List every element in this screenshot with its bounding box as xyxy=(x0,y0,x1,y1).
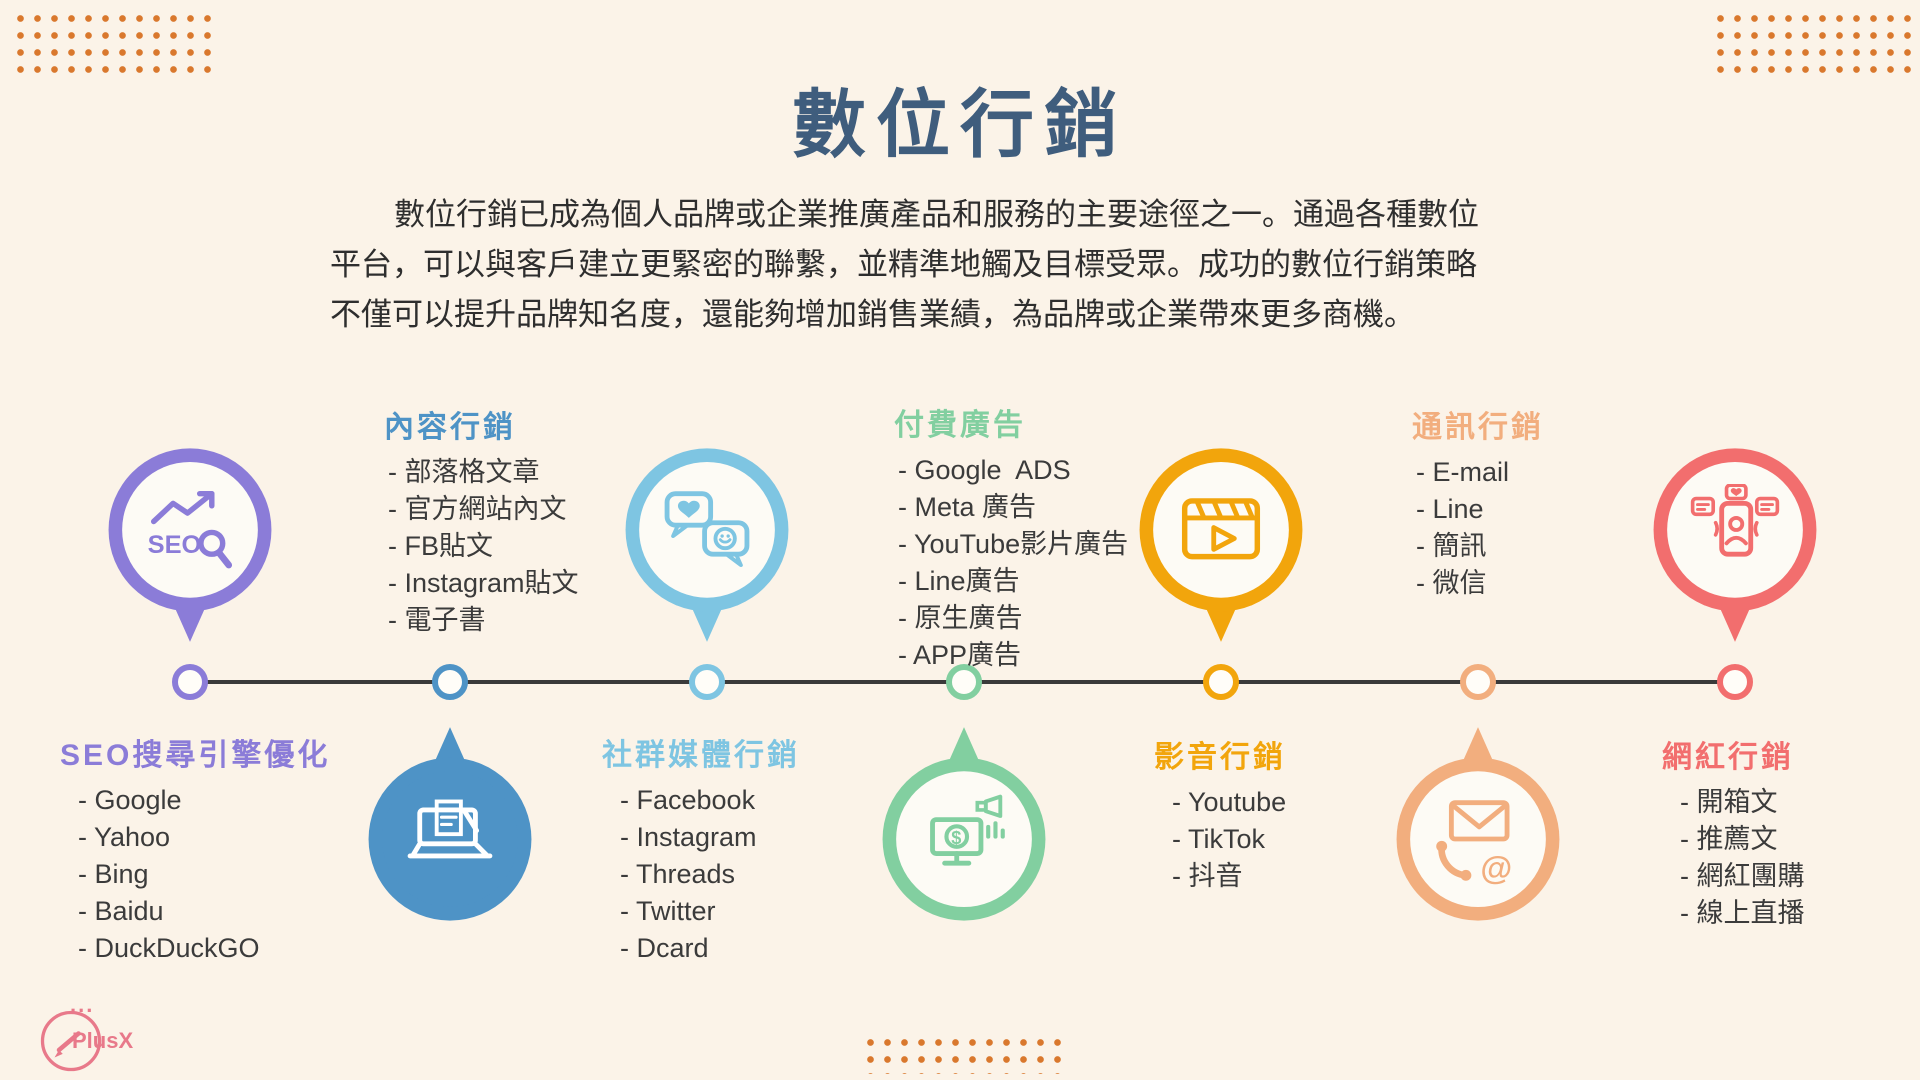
list-item: - Line xyxy=(1416,494,1484,524)
category-title-content: 內容行銷 xyxy=(384,411,516,444)
list-item: - Dcard xyxy=(620,933,709,963)
mail-phone-icon: @ xyxy=(1432,793,1524,885)
dots-decoration-top-right xyxy=(1712,10,1912,82)
dots-decoration-bottom-center xyxy=(862,1034,1062,1074)
svg-text:$: $ xyxy=(951,828,961,848)
list-item: - Line廣告 xyxy=(898,566,1020,596)
chat-bubbles-icon xyxy=(661,484,753,576)
logo-pencil-icon xyxy=(40,1010,102,1072)
timeline-node-ads xyxy=(946,664,982,700)
pin-seo: SEO xyxy=(105,445,275,652)
category-influencer: 網紅行銷 - 開箱文 - 推薦文 - 網紅團購 - 線上直播 xyxy=(1662,740,1805,932)
category-title-social: 社群媒體行銷 xyxy=(602,739,800,772)
intro-line-1: 數位行銷已成為個人品牌或企業推廣產品和服務的主要途徑之一。通過各種數位 xyxy=(394,197,1479,232)
category-social: 社群媒體行銷 - Facebook - Instagram - Threads … xyxy=(602,738,800,967)
category-seo: SEO搜尋引擎優化 - Google - Yahoo - Bing - Baid… xyxy=(60,738,330,967)
timeline-node-seo xyxy=(172,664,208,700)
pin-influencer xyxy=(1650,445,1820,652)
page-title: 數位行銷 xyxy=(792,83,1128,166)
list-item: - Google xyxy=(78,785,182,815)
category-messaging: 通訊行銷 - E-mail - Line - 簡訊 - 微信 xyxy=(1412,410,1544,602)
list-item: - DuckDuckGO xyxy=(78,933,260,963)
list-item: - Yahoo xyxy=(78,822,171,852)
timeline-node-social xyxy=(689,664,725,700)
seo-magnifier-icon: SEO xyxy=(144,484,236,576)
category-title-video: 影音行銷 xyxy=(1154,741,1286,774)
list-item: - 簡訊 xyxy=(1416,531,1487,561)
list-item: - APP廣告 xyxy=(898,640,1022,670)
list-item: - 原生廣告 xyxy=(898,603,1023,633)
list-item: - Facebook xyxy=(620,785,756,815)
pin-content xyxy=(365,717,535,924)
category-title-ads: 付費廣告 xyxy=(894,409,1026,442)
list-item: - 微信 xyxy=(1416,568,1487,598)
laptop-writing-icon xyxy=(404,793,496,885)
pin-messaging: @ xyxy=(1393,717,1563,924)
list-item: - YouTube影片廣告 xyxy=(898,529,1129,559)
category-ads: 付費廣告 - Google ADS - Meta 廣告 - YouTube影片廣… xyxy=(894,408,1128,674)
list-item: - 推薦文 xyxy=(1680,824,1778,854)
list-item: - Threads xyxy=(620,859,736,889)
list-item: - 抖音 xyxy=(1172,861,1243,891)
category-list-influencer: - 開箱文 - 推薦文 - 網紅團購 - 線上直播 xyxy=(1662,784,1805,932)
list-item: - 開箱文 xyxy=(1680,787,1778,817)
category-list-social: - Facebook - Instagram - Threads - Twitt… xyxy=(602,782,800,967)
list-item: - E-mail xyxy=(1416,457,1509,487)
list-item: - TikTok xyxy=(1172,824,1266,854)
category-list-ads: - Google ADS - Meta 廣告 - YouTube影片廣告 - L… xyxy=(894,452,1128,674)
intro-line-2: 平台，可以與客戶建立更緊密的聯繫，並精準地觸及目標受眾。成功的數位行銷策略 xyxy=(330,247,1477,282)
pin-video xyxy=(1136,445,1306,652)
list-item: - 網紅團購 xyxy=(1680,861,1805,891)
dots-decoration-top-left xyxy=(12,10,212,82)
category-title-influencer: 網紅行銷 xyxy=(1662,741,1794,774)
clapperboard-icon xyxy=(1175,484,1267,576)
list-item: - Youtube xyxy=(1172,787,1287,817)
list-item: - Google ADS xyxy=(898,455,1071,485)
pin-shape xyxy=(368,727,532,921)
pin-shape xyxy=(882,727,1046,921)
ads-computer-icon: $ xyxy=(918,793,1010,885)
svg-text:SEO: SEO xyxy=(148,531,202,559)
list-item: - Instagram xyxy=(620,822,757,852)
list-item: - Bing xyxy=(78,859,149,889)
intro-paragraph: 數位行銷已成為個人品牌或企業推廣產品和服務的主要途徑之一。通過各種數位 平台，可… xyxy=(330,190,1640,340)
intro-line-3: 不僅可以提升品牌知名度，還能夠增加銷售業績，為品牌或企業帶來更多商機。 xyxy=(330,297,1415,332)
logo-dots: ... xyxy=(70,992,95,1017)
influencer-phone-icon xyxy=(1689,484,1781,576)
category-video: 影音行銷 - Youtube - TikTok - 抖音 xyxy=(1154,740,1286,895)
list-item: - 線上直播 xyxy=(1680,898,1805,928)
list-item: - FB貼文 xyxy=(388,531,493,561)
list-item: - Twitter xyxy=(620,896,716,926)
category-content: 內容行銷 - 部落格文章 - 官方網站內文 - FB貼文 - Instagram… xyxy=(384,410,579,639)
timeline-node-content xyxy=(432,664,468,700)
list-item: - Instagram貼文 xyxy=(388,568,579,598)
timeline-node-messaging xyxy=(1460,664,1496,700)
list-item: - Baidu xyxy=(78,896,164,926)
logo-name: PlusX xyxy=(72,1028,134,1053)
list-item: - Meta 廣告 xyxy=(898,492,1037,522)
category-list-content: - 部落格文章 - 官方網站內文 - FB貼文 - Instagram貼文 - … xyxy=(384,454,579,639)
timeline-node-influencer xyxy=(1717,664,1753,700)
category-list-video: - Youtube - TikTok - 抖音 xyxy=(1154,784,1286,895)
list-item: - 官方網站內文 xyxy=(388,494,567,524)
plusx-logo: ... PlusX xyxy=(38,992,198,1076)
svg-text:@: @ xyxy=(1480,849,1512,885)
category-list-messaging: - E-mail - Line - 簡訊 - 微信 xyxy=(1412,454,1544,602)
category-title-messaging: 通訊行銷 xyxy=(1412,411,1544,444)
list-item: - 部落格文章 xyxy=(388,457,540,487)
category-list-seo: - Google - Yahoo - Bing - Baidu - DuckDu… xyxy=(60,782,330,967)
timeline-node-video xyxy=(1203,664,1239,700)
pin-social xyxy=(622,445,792,652)
list-item: - 電子書 xyxy=(388,605,486,635)
category-title-seo: SEO搜尋引擎優化 xyxy=(60,739,331,772)
pin-ads: $ xyxy=(879,717,1049,924)
